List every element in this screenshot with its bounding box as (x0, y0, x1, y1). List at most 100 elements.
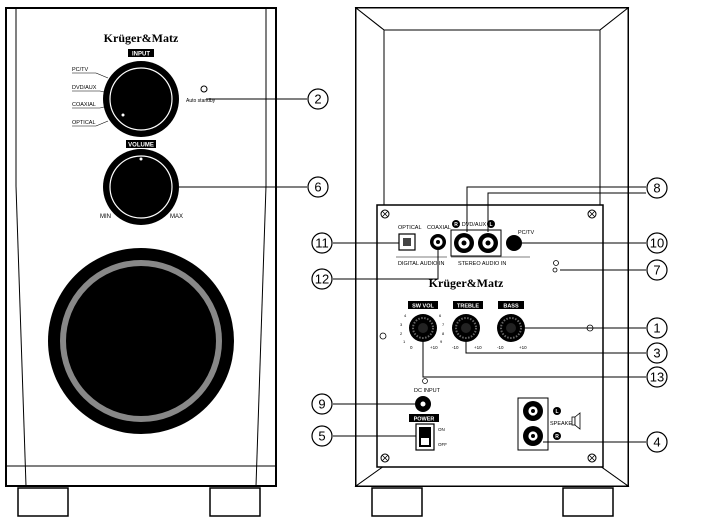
pctv-label: PC/TV (518, 230, 535, 236)
optical-label: OPTICAL (398, 225, 422, 231)
auto-standby-label: Auto standby (186, 98, 216, 104)
callout-7: 7 (646, 259, 668, 281)
callouts: 2 6 8 10 7 11 12 1 3 13 9 5 4 (307, 88, 668, 453)
volume-min-label: MIN (100, 214, 111, 220)
power-off-label: OFF (438, 442, 447, 447)
power-label: POWER (414, 417, 435, 423)
volume-label: VOLUME (128, 143, 154, 149)
callout-1: 1 (646, 317, 668, 339)
svg-text:1: 1 (653, 321, 660, 336)
bass-max: +10 (519, 345, 527, 350)
svg-text:3: 3 (653, 346, 660, 361)
svg-text:8: 8 (442, 331, 445, 336)
svg-text:R: R (555, 434, 559, 440)
callout-10: 10 (646, 232, 668, 254)
input-label: INPUT (132, 52, 150, 58)
callout-3: 3 (646, 342, 668, 364)
sw-vol-min: 0 (410, 345, 413, 350)
input-option-pctv: PC/TV (72, 67, 89, 73)
bass-min: -10 (497, 345, 504, 350)
callout-5: 5 (311, 425, 333, 447)
dvd-aux-label: DVD/AUX (462, 222, 487, 228)
woofer-surround-ring (60, 260, 222, 422)
svg-text:8: 8 (653, 181, 660, 196)
stereo-audio-in-label: STEREO AUDIO IN (458, 261, 506, 267)
power-label-box (409, 414, 439, 422)
front-speaker: Krüger&Matz INPUT PC/TV DVD/AUX COAXIAL … (5, 7, 277, 517)
callout-2: 2 (307, 88, 329, 110)
sw-vol-label: SW VOL (412, 304, 434, 310)
front-brand-logo: Krüger&Matz (104, 31, 179, 45)
svg-text:7: 7 (653, 263, 660, 278)
svg-text:R: R (454, 222, 458, 228)
volume-label-box (126, 140, 156, 148)
svg-text:5: 5 (318, 429, 325, 444)
svg-text:4: 4 (404, 313, 407, 318)
svg-text:2: 2 (400, 331, 403, 336)
front-right-foot (209, 487, 261, 517)
treble-min: -10 (452, 345, 459, 350)
treble-label: TREBLE (457, 304, 479, 310)
callout-6: 6 (307, 176, 329, 198)
input-option-optical: OPTICAL (72, 120, 96, 126)
back-speaker: OPTICAL COAXIAL DIGITAL AUDIO IN R DVD/A… (354, 6, 630, 517)
back-right-foot (562, 487, 614, 517)
callout-8: 8 (646, 177, 668, 199)
input-options: PC/TV DVD/AUX COAXIAL OPTICAL (72, 67, 109, 127)
svg-text:4: 4 (653, 435, 660, 450)
callout-11: 11 (311, 232, 333, 254)
speaker-right-badge (553, 432, 561, 440)
volume-knob[interactable] (103, 149, 179, 225)
svg-text:2: 2 (314, 92, 321, 107)
speaker-label: SPEAKER (550, 421, 576, 427)
treble-max: +10 (474, 345, 482, 350)
volume-max-label: MAX (170, 214, 183, 220)
svg-text:12: 12 (315, 272, 329, 287)
callout-12: 12 (311, 268, 333, 290)
svg-text:11: 11 (315, 236, 329, 251)
svg-text:13: 13 (650, 370, 664, 385)
power-on-label: ON (438, 427, 445, 432)
bass-label-box (498, 301, 524, 309)
svg-text:L: L (555, 409, 558, 415)
callout-4: 4 (646, 431, 668, 453)
auto-standby-led-icon (200, 85, 208, 93)
plate-screws (380, 209, 597, 463)
plate-screw-left (379, 332, 387, 340)
input-option-dvdaux: DVD/AUX (72, 85, 97, 91)
right-channel-badge (452, 220, 460, 228)
svg-text:10: 10 (650, 236, 664, 251)
svg-text:7: 7 (442, 322, 445, 327)
coaxial-label: COAXIAL (427, 225, 451, 231)
dc-polarity-icon (422, 378, 428, 384)
svg-text:3: 3 (400, 322, 403, 327)
input-option-coaxial: COAXIAL (72, 102, 96, 108)
rear-led (552, 267, 558, 273)
svg-text:9: 9 (318, 397, 325, 412)
svg-text:9: 9 (440, 339, 443, 344)
callout-9: 9 (311, 393, 333, 415)
rear-brand-logo: Krüger&Matz (429, 276, 504, 290)
input-selector-knob[interactable] (103, 61, 179, 137)
pctv-aux-jack[interactable] (506, 235, 522, 251)
sw-vol-label-box (408, 301, 438, 309)
sw-vol-scale: 43 21 67 89 (400, 313, 445, 344)
input-label-box (128, 49, 154, 57)
rear-indicator-icon (553, 260, 559, 266)
digital-audio-in-label: DIGITAL AUDIO IN (398, 261, 444, 267)
front-left-foot (17, 487, 69, 517)
woofer-cone (48, 248, 234, 434)
bass-label: BASS (503, 304, 519, 310)
svg-text:6: 6 (314, 180, 321, 195)
left-channel-badge (487, 220, 495, 228)
speaker-left-badge (553, 407, 561, 415)
speaker-icon (571, 412, 581, 430)
treble-label-box (453, 301, 483, 309)
svg-text:1: 1 (403, 339, 406, 344)
back-left-foot (371, 487, 423, 517)
dc-input-label: DC INPUT (414, 388, 441, 394)
callout-13: 13 (646, 366, 668, 388)
callout-leaders (179, 98, 646, 443)
sw-vol-max: +10 (430, 345, 438, 350)
